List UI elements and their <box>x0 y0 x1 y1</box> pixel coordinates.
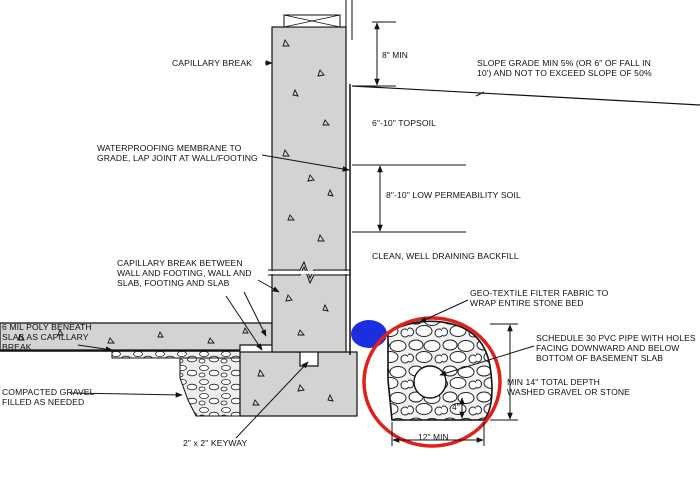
label-capillary-break: CAPILLARY BREAK <box>172 58 252 68</box>
compacted-gravel-bed <box>111 349 241 417</box>
label-geotextile: GEO-TEXTILE FILTER FABRIC TO WRAP ENTIRE… <box>470 288 609 308</box>
label-compacted-gravel: COMPACTED GRAVEL FILLED AS NEEDED <box>2 387 95 407</box>
highlight-circle <box>362 316 502 448</box>
label-dim-4: 4" <box>452 402 460 412</box>
label-total-depth: MIN 14" TOTAL DEPTH WASHED GRAVEL OR STO… <box>507 377 631 397</box>
label-dim-8-min: 8" MIN <box>382 50 408 60</box>
sill-hatch-2 <box>283 14 341 28</box>
footing <box>239 351 358 417</box>
label-poly: 6 MIL POLY BENEATH SLAB AS CAPILLARY BRE… <box>2 322 92 352</box>
label-dim-12-min: 12" MIN <box>418 432 449 442</box>
label-topsoil: 6"-10" TOPSOIL <box>372 118 437 128</box>
label-pvc-pipe: SCHEDULE 30 PVC PIPE WITH HOLES FACING D… <box>536 333 696 363</box>
grade-surface <box>351 85 700 106</box>
label-capillary-break-between: CAPILLARY BREAK BETWEEN WALL AND FOOTING… <box>117 258 252 288</box>
highlight-dot <box>351 320 387 348</box>
break-line-right <box>268 265 350 285</box>
label-backfill: CLEAN, WELL DRAINING BACKFILL <box>372 251 519 261</box>
label-keyway: 2" x 2" KEYWAY <box>183 438 248 448</box>
pvc-pipe <box>413 365 447 399</box>
foundation-wall <box>271 26 347 353</box>
concrete-aggregate <box>17 38 334 406</box>
leader-lines <box>69 60 535 439</box>
break-gap <box>268 271 350 274</box>
break-line-left <box>268 260 350 280</box>
keyway-notch <box>299 352 319 367</box>
label-slope-grade: SLOPE GRADE MIN 5% (OR 6" OF FALL IN 10'… <box>477 58 652 78</box>
label-waterproofing: WATERPROOFING MEMBRANE TO GRADE, LAP JOI… <box>97 143 258 163</box>
label-low-perm-soil: 8"-10" LOW PERMEABILITY SOIL <box>386 190 521 200</box>
